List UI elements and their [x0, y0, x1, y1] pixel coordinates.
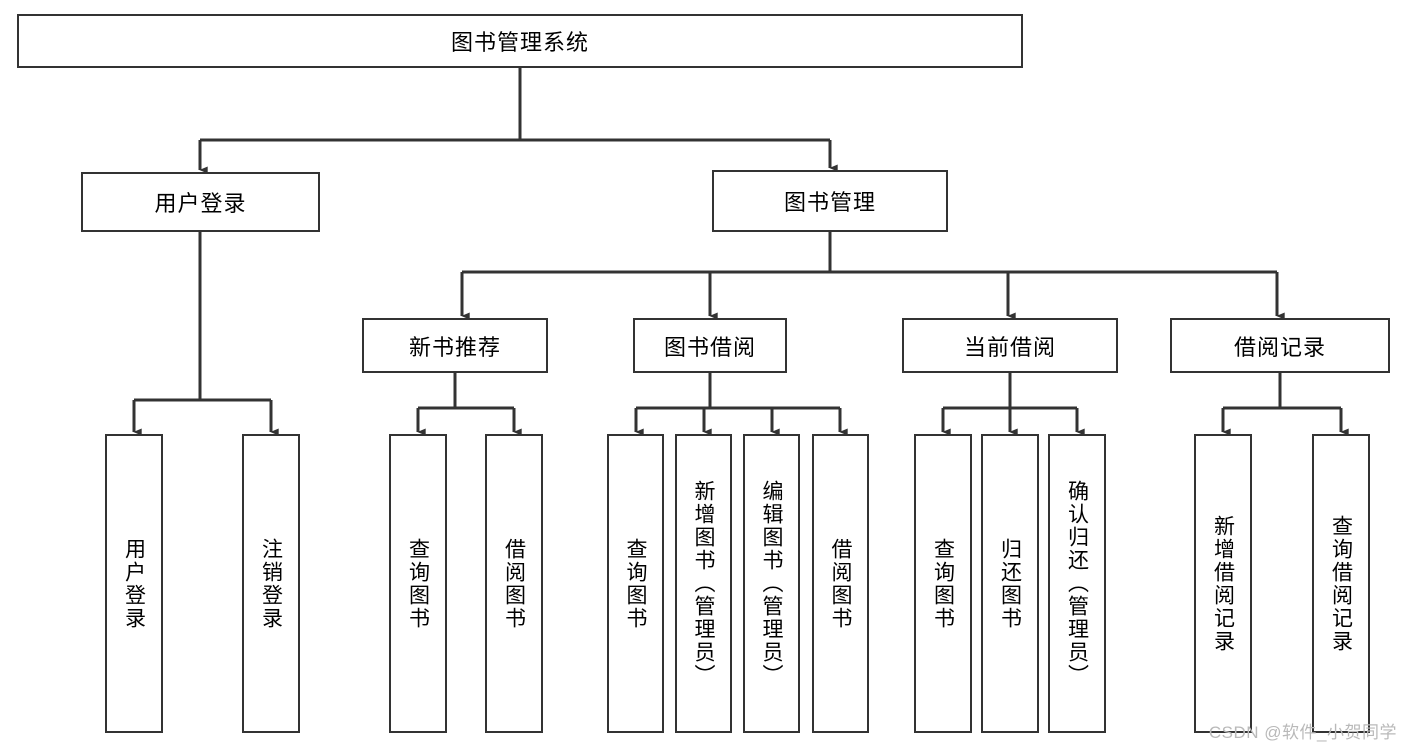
level3-node-3-label: 当前借阅: [963, 334, 1056, 360]
leaf-node-11[interactable]: 确认归还（管理员）: [1048, 434, 1106, 733]
level3-node-4-label: 借阅记录: [1233, 334, 1326, 360]
leaf-node-5-label: 查询图书: [624, 537, 647, 630]
leaf-node-2[interactable]: 注销登录: [242, 434, 300, 733]
level2-node-1-label: 用户登录: [154, 191, 247, 216]
leaf-node-12[interactable]: 新增借阅记录: [1194, 434, 1252, 733]
leaf-node-7-label: 编辑图书（管理员）: [760, 480, 783, 687]
leaf-node-4[interactable]: 借阅图书: [485, 434, 543, 733]
root-node-system-label: 图书管理系统: [450, 30, 589, 55]
leaf-node-2-label: 注销登录: [259, 537, 283, 630]
leaf-node-7[interactable]: 编辑图书（管理员）: [743, 434, 800, 733]
leaf-node-9-label: 查询图书: [931, 537, 955, 630]
leaf-node-5[interactable]: 查询图书: [607, 434, 664, 733]
leaf-node-1[interactable]: 用户登录: [105, 434, 163, 733]
leaf-node-8-label: 借阅图书: [829, 537, 852, 630]
leaf-node-13-label: 查询借阅记录: [1329, 514, 1353, 653]
leaf-node-8[interactable]: 借阅图书: [812, 434, 869, 733]
level3-node-2-label: 图书借阅: [663, 334, 756, 360]
leaf-node-6-label: 新增图书（管理员）: [692, 480, 715, 687]
leaf-node-6[interactable]: 新增图书（管理员）: [675, 434, 732, 733]
leaf-node-12-label: 新增借阅记录: [1211, 514, 1235, 653]
level3-node-3[interactable]: 当前借阅: [902, 318, 1118, 373]
level3-node-1[interactable]: 新书推荐: [362, 318, 548, 373]
leaf-node-10-label: 归还图书: [998, 537, 1022, 630]
leaf-node-3[interactable]: 查询图书: [389, 434, 447, 733]
level3-node-4[interactable]: 借阅记录: [1170, 318, 1390, 373]
level2-node-1[interactable]: 用户登录: [81, 172, 320, 232]
level3-node-1-label: 新书推荐: [408, 334, 501, 360]
leaf-node-4-label: 借阅图书: [502, 537, 526, 630]
level3-node-2[interactable]: 图书借阅: [633, 318, 787, 373]
level2-node-2-label: 图书管理: [783, 190, 876, 215]
level2-node-2[interactable]: 图书管理: [712, 170, 948, 232]
root-node-system[interactable]: 图书管理系统: [17, 14, 1023, 68]
leaf-node-11-label: 确认归还（管理员）: [1065, 480, 1089, 687]
leaf-node-10[interactable]: 归还图书: [981, 434, 1039, 733]
leaf-node-13[interactable]: 查询借阅记录: [1312, 434, 1370, 733]
leaf-node-1-label: 用户登录: [122, 537, 146, 630]
leaf-node-9[interactable]: 查询图书: [914, 434, 972, 733]
leaf-node-3-label: 查询图书: [406, 537, 430, 630]
